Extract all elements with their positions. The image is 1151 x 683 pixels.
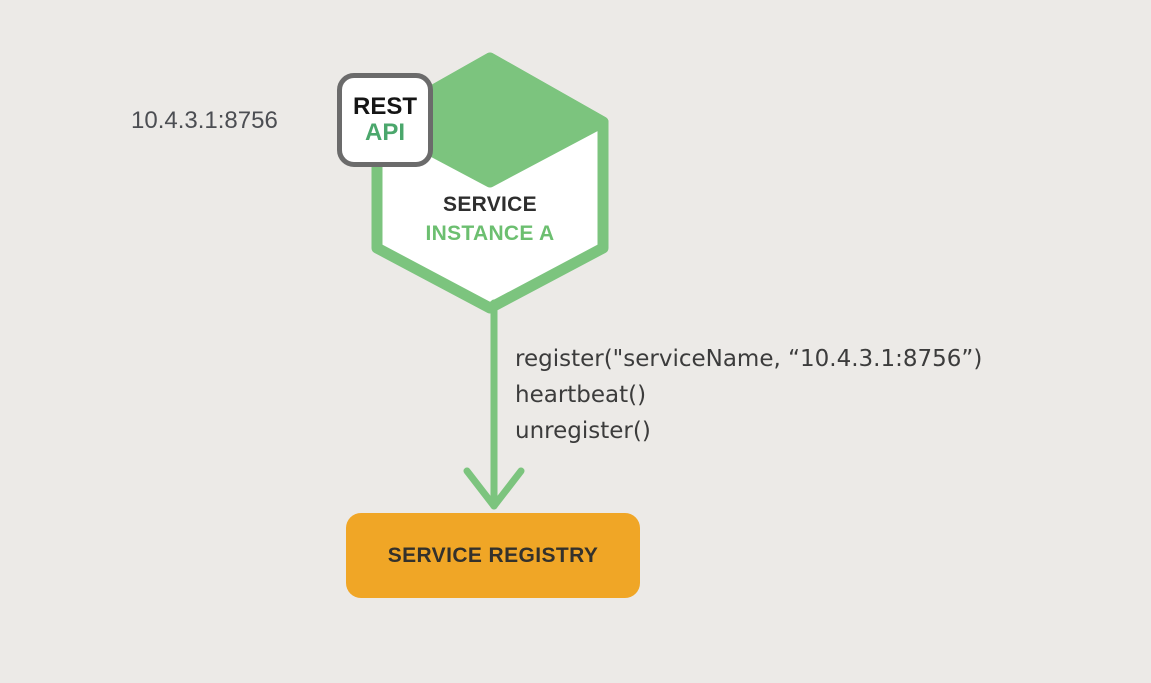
arrow-head-icon [463, 467, 525, 510]
service-name-line2: INSTANCE A [425, 222, 555, 245]
call-heartbeat: heartbeat() [515, 382, 647, 408]
rest-api-badge-line2: API [364, 119, 405, 146]
register-arrow [463, 299, 525, 510]
service-registry-box: SERVICE REGISTRY [346, 513, 640, 598]
rest-api-badge-line1: REST [352, 93, 417, 120]
service-registry-label: SERVICE REGISTRY [387, 543, 599, 567]
call-register: register("serviceName, “10.4.3.1:8756”) [515, 346, 983, 372]
service-name-line1: SERVICE [443, 193, 537, 216]
call-unregister: unregister() [515, 418, 651, 444]
endpoint-address-label: 10.4.3.1:8756 [131, 107, 278, 134]
rest-api-badge: REST API [337, 73, 433, 167]
registry-call-list: register("serviceName, “10.4.3.1:8756”) … [515, 341, 982, 449]
